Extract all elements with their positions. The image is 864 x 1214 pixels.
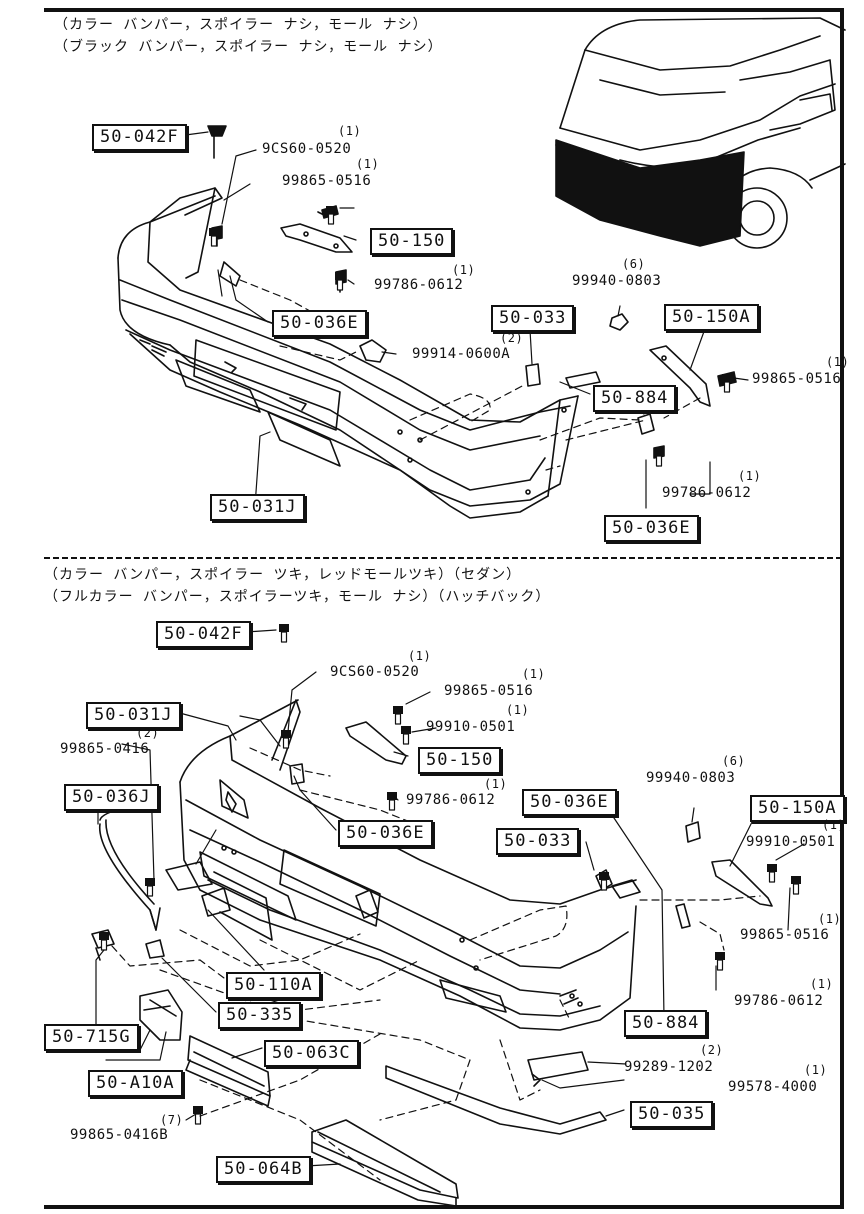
part-box-50-031J[interactable]: 50-031J [210,494,305,521]
part-no-99865-0516-right: 99865-0516 [740,927,830,943]
part-box-50-064B[interactable]: 50-064B [216,1156,311,1183]
part-no-9cs60-0520: 9CS60-0520 [330,664,420,680]
section-1-dash-lines [239,279,701,471]
section-2-caption-line-2: （フルカラー バンパー，スポイラーツキ，モール ナシ）（ハッチバック） [44,589,551,605]
part-box-50-033[interactable]: 50-033 [496,828,580,855]
qty-9cs60: (1) [408,649,432,663]
part-no-99940-0803: 99940-0803 [572,273,662,289]
part-no-99786-0612-right: 99786-0612 [662,485,752,501]
part-box-50-036J[interactable]: 50-036J [64,784,159,811]
part-box-50-036E[interactable]: 50-036E [272,310,367,337]
part-box-50-042F[interactable]: 50-042F [92,124,187,151]
part-no-99786-0612: 99786-0612 [406,792,496,808]
qty-99865-0516-right: (1) [826,355,850,369]
qty-99865-0516: (1) [356,157,380,171]
qty-99865-0416B: (7) [160,1113,184,1127]
qty-99786-0612: (1) [452,263,476,277]
part-no-99914-0600A: 99914-0600A [412,346,511,362]
qty-99910-0501-right: (1) [822,818,846,832]
section-2-caption-line-1: （カラー バンパー，スポイラー ツキ，レッドモールツキ）（セダン） [44,567,522,583]
part-no-99910-0501: 99910-0501 [426,719,516,735]
part-no-99865-0516-right: 99865-0516 [752,371,842,387]
part-box-50-036E-right[interactable]: 50-036E [604,515,699,542]
part-box-50-884[interactable]: 50-884 [624,1010,708,1037]
part-box-50-036E[interactable]: 50-036E [338,820,433,847]
part-box-50-031J[interactable]: 50-031J [86,702,181,729]
part-no-99289-1202: 99289-1202 [624,1059,714,1075]
qty-99289-1202: (2) [700,1043,724,1057]
bottom-rule [44,1205,844,1209]
section-1-caption-line-2: （ブラック バンパー，スポイラー ナシ，モール ナシ） [54,39,443,55]
qty-99910-0501: (1) [506,703,530,717]
part-no-99578-4000: 99578-4000 [728,1079,818,1095]
top-rule [44,8,844,12]
qty-99865-0416: (2) [136,726,160,740]
part-no-99865-0516: 99865-0516 [282,173,372,189]
car-black-bumper [555,139,745,247]
part-no-99910-0501-right: 99910-0501 [746,834,836,850]
part-no-99865-0516: 99865-0516 [444,683,534,699]
part-box-50-110A[interactable]: 50-110A [226,972,321,999]
section-divider [44,557,844,559]
right-rule [840,8,844,1208]
part-no-99940-0803: 99940-0803 [646,770,736,786]
part-no-99865-0416B: 99865-0416B [70,1127,169,1143]
qty-99786-0612-right: (1) [810,977,834,991]
section-1-leader-lines [177,131,749,521]
part-box-50-035[interactable]: 50-035 [630,1101,714,1128]
section-1-caption-line-1: （カラー バンパー，スポイラー ナシ，モール ナシ） [54,17,428,33]
part-box-50-884[interactable]: 50-884 [593,385,677,412]
qty-99578-4000: (1) [804,1063,828,1077]
qty-99865-0516-right: (1) [818,912,842,926]
qty-99865-0516: (1) [522,667,546,681]
part-no-99786-0612: 99786-0612 [374,277,464,293]
bumper-1-drawing [117,187,579,519]
part-box-50-150A[interactable]: 50-150A [750,795,845,822]
qty-99914-0600A: (2) [500,331,524,345]
part-no-99786-0612-right: 99786-0612 [734,993,824,1009]
part-box-50-036E-right[interactable]: 50-036E [522,789,617,816]
part-no-99865-0416: 99865-0416 [60,741,150,757]
part-box-50-335[interactable]: 50-335 [218,1002,302,1029]
part-box-50-150[interactable]: 50-150 [418,747,502,774]
qty-99940-0803: (6) [722,754,746,768]
part-no-9cs60-0520: 9CS60-0520 [262,141,352,157]
part-box-50-150[interactable]: 50-150 [370,228,454,255]
qty-99940-0803: (6) [622,257,646,271]
part-box-50-033[interactable]: 50-033 [491,305,575,332]
qty-99786-0612-right: (1) [738,469,762,483]
part-box-50-150A[interactable]: 50-150A [664,304,759,331]
part-box-50-A10A[interactable]: 50-A10A [88,1070,183,1097]
qty-9cs60: (1) [338,124,362,138]
part-box-50-063C[interactable]: 50-063C [264,1040,359,1067]
qty-99786-0612: (1) [484,777,508,791]
part-box-50-042F[interactable]: 50-042F [156,621,251,648]
part-box-50-715G[interactable]: 50-715G [44,1024,139,1051]
